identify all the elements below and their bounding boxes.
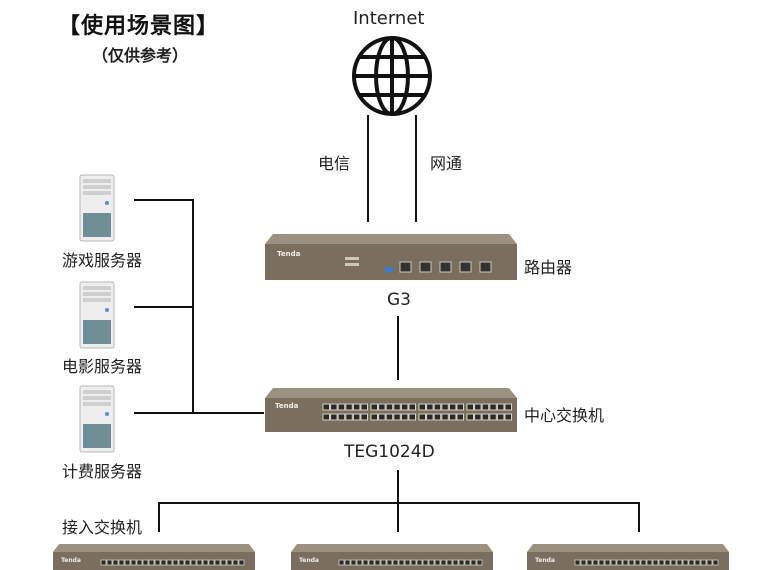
globe-icon <box>352 36 432 116</box>
isp-line-netcom <box>415 115 417 222</box>
router-device: Tenda <box>265 234 517 280</box>
access-drop-3 <box>638 502 640 532</box>
access-drop-2 <box>397 502 399 532</box>
server-link-2 <box>134 306 194 308</box>
router-model: G3 <box>387 290 411 310</box>
access-switch-device: Tenda <box>53 544 255 570</box>
core-switch-model: TEG1024D <box>344 442 435 462</box>
core-access-link <box>397 470 399 504</box>
core-switch-device: Tenda <box>265 388 517 432</box>
server-tower-icon <box>79 174 115 242</box>
isp-label-telecom: 电信 <box>318 154 351 173</box>
access-drop-1 <box>158 502 160 532</box>
server-label: 游戏服务器 <box>62 251 143 270</box>
internet-label: Internet <box>353 8 425 29</box>
server-bus-vertical <box>192 199 194 414</box>
page-title: 【使用场景图】 <box>58 14 220 39</box>
router-brand-logo: Tenda <box>277 250 301 258</box>
server-label: 电影服务器 <box>62 357 143 376</box>
server-tower-icon <box>79 385 115 453</box>
server-link-1 <box>134 199 194 201</box>
server-tower-icon <box>79 281 115 349</box>
router-name: 路由器 <box>524 258 573 277</box>
core-switch-brand-logo: Tenda <box>275 402 299 410</box>
router-core-link <box>397 316 399 380</box>
access-switch-brand-logo: Tenda <box>535 557 555 564</box>
access-switch-brand-logo: Tenda <box>299 557 319 564</box>
isp-line-telecom <box>367 115 369 222</box>
core-switch-name: 中心交换机 <box>524 406 605 425</box>
access-bus-horizontal <box>158 502 640 504</box>
isp-label-netcom: 网通 <box>430 154 463 173</box>
page-subtitle: （仅供参考） <box>92 46 189 65</box>
server-label: 计费服务器 <box>62 462 143 481</box>
server-link-3 <box>134 412 264 414</box>
access-switch-brand-logo: Tenda <box>61 557 81 564</box>
access-switch-device: Tenda <box>527 544 729 570</box>
access-switch-label: 接入交换机 <box>62 518 143 537</box>
access-switch-device: Tenda <box>291 544 493 570</box>
